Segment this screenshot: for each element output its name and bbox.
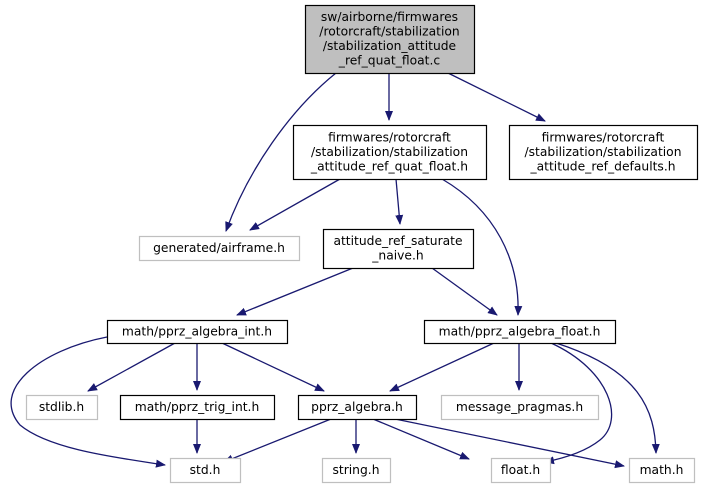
node-box — [440, 394, 600, 421]
edge-algebra-int-h-to-std-h — [10, 336, 166, 468]
node-label-line: _attitude_ref_quat_float.h — [310, 159, 468, 173]
node-box — [304, 4, 476, 75]
node-label-line: math/pprz_algebra_int.h — [122, 324, 272, 338]
node-label-line: string.h — [332, 463, 379, 477]
node-box — [119, 394, 276, 421]
node-pprz-algebra-h[interactable]: pprz_algebra.h — [297, 394, 418, 421]
node-math-h: math.h — [628, 457, 696, 484]
node-label-line: /stabilization/stabilization — [311, 145, 468, 159]
node-ref-quat-float-h[interactable]: firmwares/rotorcraft/stabilization/stabi… — [292, 124, 488, 181]
node-label-line: attitude_ref_saturate — [333, 234, 462, 248]
edge-algebra-float-h-to-float-h — [544, 342, 613, 465]
node-saturate-naive-h[interactable]: attitude_ref_saturate_naive.h — [322, 228, 475, 270]
node-airframe-h: generated/airframe.h — [138, 235, 301, 262]
node-box — [297, 394, 418, 421]
node-label-line: std.h — [190, 463, 221, 477]
node-box — [508, 124, 699, 181]
edge-algebra-float-h-to-pprz-algebra-h — [389, 342, 495, 392]
node-box — [322, 228, 475, 270]
node-stdlib-h: stdlib.h — [25, 394, 99, 421]
node-box — [138, 235, 301, 262]
node-float-h: float.h — [490, 457, 552, 484]
edge-algebra-int-h-to-stdlib-h — [87, 342, 176, 392]
node-ref-defaults-h[interactable]: firmwares/rotorcraft/stabilization/stabi… — [508, 124, 699, 181]
node-label-line: math/pprz_trig_int.h — [135, 400, 260, 414]
node-label-line: /stabilization_attitude — [323, 39, 456, 53]
node-box — [169, 457, 242, 484]
edge-pprz-algebra-h-to-std-h — [223, 418, 332, 463]
edge-ref-quat-float-h-to-algebra-float-h — [441, 178, 523, 316]
edge-saturate-naive-h-to-algebra-int-h — [236, 267, 354, 316]
node-label-line: math/pprz_algebra_float.h — [439, 324, 601, 338]
node-label-line: message_pragmas.h — [456, 400, 583, 414]
node-label-line: /rotorcraft/stabilization — [319, 25, 459, 39]
node-box — [423, 319, 617, 345]
node-message-pragmas-h: message_pragmas.h — [440, 394, 600, 421]
node-box — [292, 124, 488, 181]
nodes: sw/airborne/firmwares/rotorcraft/stabili… — [25, 4, 699, 484]
node-trig-int-h[interactable]: math/pprz_trig_int.h — [119, 394, 276, 421]
node-root[interactable]: sw/airborne/firmwares/rotorcraft/stabili… — [304, 4, 476, 75]
node-algebra-int-h[interactable]: math/pprz_algebra_int.h — [106, 319, 289, 345]
node-label-line: stdlib.h — [39, 400, 84, 414]
node-algebra-float-h[interactable]: math/pprz_algebra_float.h — [423, 319, 617, 345]
edge-pprz-algebra-h-to-float-h — [372, 418, 470, 460]
node-box — [490, 457, 552, 484]
edge-algebra-float-h-to-math-h — [555, 342, 660, 454]
node-string-h: string.h — [321, 457, 392, 484]
edge-saturate-naive-h-to-algebra-float-h — [431, 267, 498, 316]
edge-algebra-int-h-to-pprz-algebra-h — [221, 342, 325, 392]
node-label-line: /stabilization/stabilization — [524, 145, 681, 159]
node-label-line: _ref_quat_float.c — [338, 54, 440, 68]
node-box — [321, 457, 392, 484]
node-std-h: std.h — [169, 457, 242, 484]
node-box — [628, 457, 696, 484]
node-label-line: firmwares/rotorcraft — [542, 130, 665, 144]
edge-ref-quat-float-h-to-airframe-h — [249, 178, 341, 231]
node-label-line: _attitude_ref_defaults.h — [529, 159, 675, 173]
node-label-line: sw/airborne/firmwares — [321, 10, 458, 24]
node-label-line: _naive.h — [371, 249, 423, 263]
node-box — [25, 394, 99, 421]
node-label-line: math.h — [640, 463, 684, 477]
edges — [10, 72, 660, 469]
edge-root-to-ref-defaults-h — [447, 72, 546, 122]
edge-root-to-airframe-h — [225, 72, 337, 232]
node-label-line: pprz_algebra.h — [311, 400, 403, 414]
edge-ref-quat-float-h-to-saturate-naive-h — [395, 178, 404, 225]
node-label-line: float.h — [501, 463, 540, 477]
node-label-line: firmwares/rotorcraft — [328, 130, 451, 144]
node-label-line: generated/airframe.h — [153, 241, 285, 255]
node-box — [106, 319, 289, 345]
edge-pprz-algebra-h-to-math-h — [394, 418, 625, 469]
